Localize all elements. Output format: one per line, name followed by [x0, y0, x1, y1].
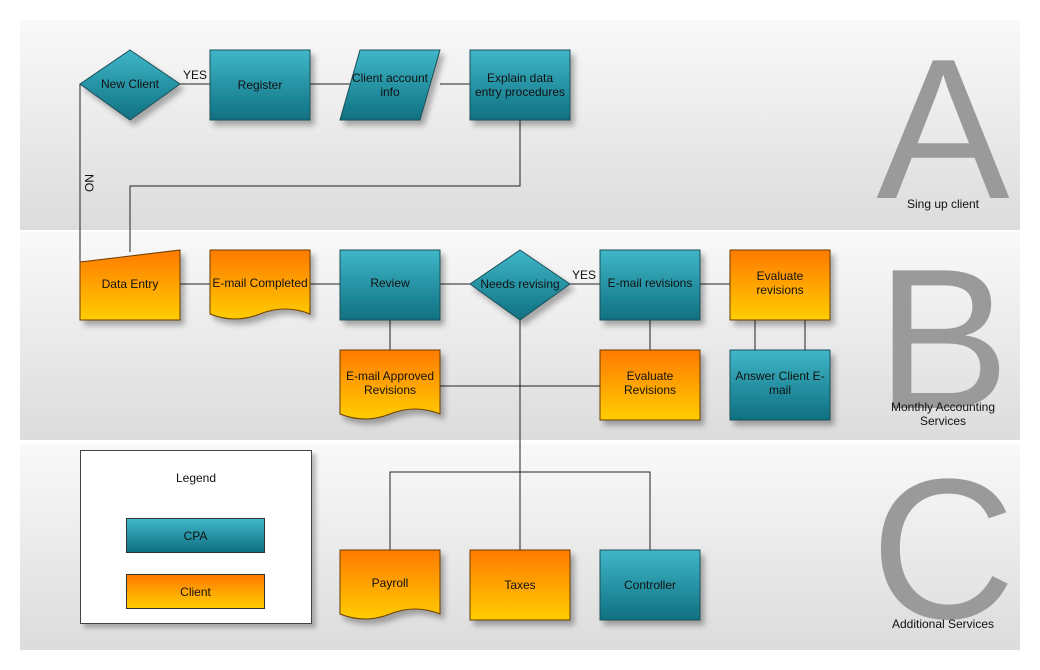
document-payroll: [339, 549, 441, 620]
edge-label-no: NO: [82, 174, 96, 192]
legend: Legend CPA Client: [80, 450, 312, 624]
connector-explain-dataentry: [129, 120, 521, 252]
label-data-entry: Data Entry: [101, 277, 159, 291]
label-client-account-info: Client account info: [351, 71, 429, 99]
label-payroll: Payroll: [371, 576, 409, 590]
label-email-approved: E-mail Approved Revisions: [345, 369, 435, 397]
legend-cpa-swatch: CPA: [126, 518, 265, 553]
label-answer-client: Answer Client E-mail: [735, 369, 825, 397]
process-controller: [599, 549, 701, 621]
label-email-revisions: E-mail revisions: [607, 276, 693, 290]
decision-new-client: [79, 49, 181, 121]
label-explain-procedures: Explain data entry procedures: [474, 71, 566, 99]
lane-label-b: Monthly Accounting Services: [890, 400, 996, 428]
process-answer-client: [729, 349, 831, 421]
lane-label-c: Additional Services: [891, 617, 995, 631]
legend-cpa-label: CPA: [183, 528, 208, 543]
legend-client-label: Client: [180, 584, 211, 599]
lane-letter-c: C: [870, 438, 1016, 661]
legend-title: Legend: [175, 471, 217, 485]
process-explain-procedures: [469, 49, 571, 121]
label-new-client: New Client: [100, 77, 160, 91]
lane-letter-a: A: [876, 18, 1010, 241]
label-email-completed: E-mail Completed: [212, 276, 308, 290]
connector-services-bar: [389, 471, 651, 550]
lane-letter-b: B: [876, 228, 1010, 451]
process-taxes: [469, 549, 571, 621]
label-evaluate-revisions-top: Evaluate revisions: [756, 269, 804, 297]
label-taxes: Taxes: [504, 578, 536, 592]
decision-needs-revising: [469, 249, 571, 321]
document-email-completed: [209, 249, 311, 320]
process-review: [339, 249, 441, 321]
connectors: [79, 83, 806, 550]
edge-label-yes-revisions: YES: [571, 268, 596, 282]
label-register: Register: [237, 78, 283, 92]
data-client-account-info: [339, 49, 441, 121]
label-evaluate-revisions-bottom: Evaluate Revisions: [623, 369, 677, 397]
process-register: [209, 49, 311, 121]
label-needs-revising: Needs revising: [480, 277, 560, 291]
edge-label-yes-register: YES: [182, 68, 207, 82]
process-evaluate-revisions-bottom: [599, 349, 701, 421]
lane-label-a: Sing up client: [906, 197, 980, 211]
process-email-revisions: [599, 249, 701, 321]
manual-input-data-entry: [79, 249, 181, 321]
label-controller: Controller: [623, 578, 677, 592]
process-evaluate-revisions-top: [729, 249, 831, 321]
legend-client-swatch: Client: [126, 574, 265, 609]
document-email-approved: [339, 349, 441, 420]
label-review: Review: [370, 276, 410, 290]
